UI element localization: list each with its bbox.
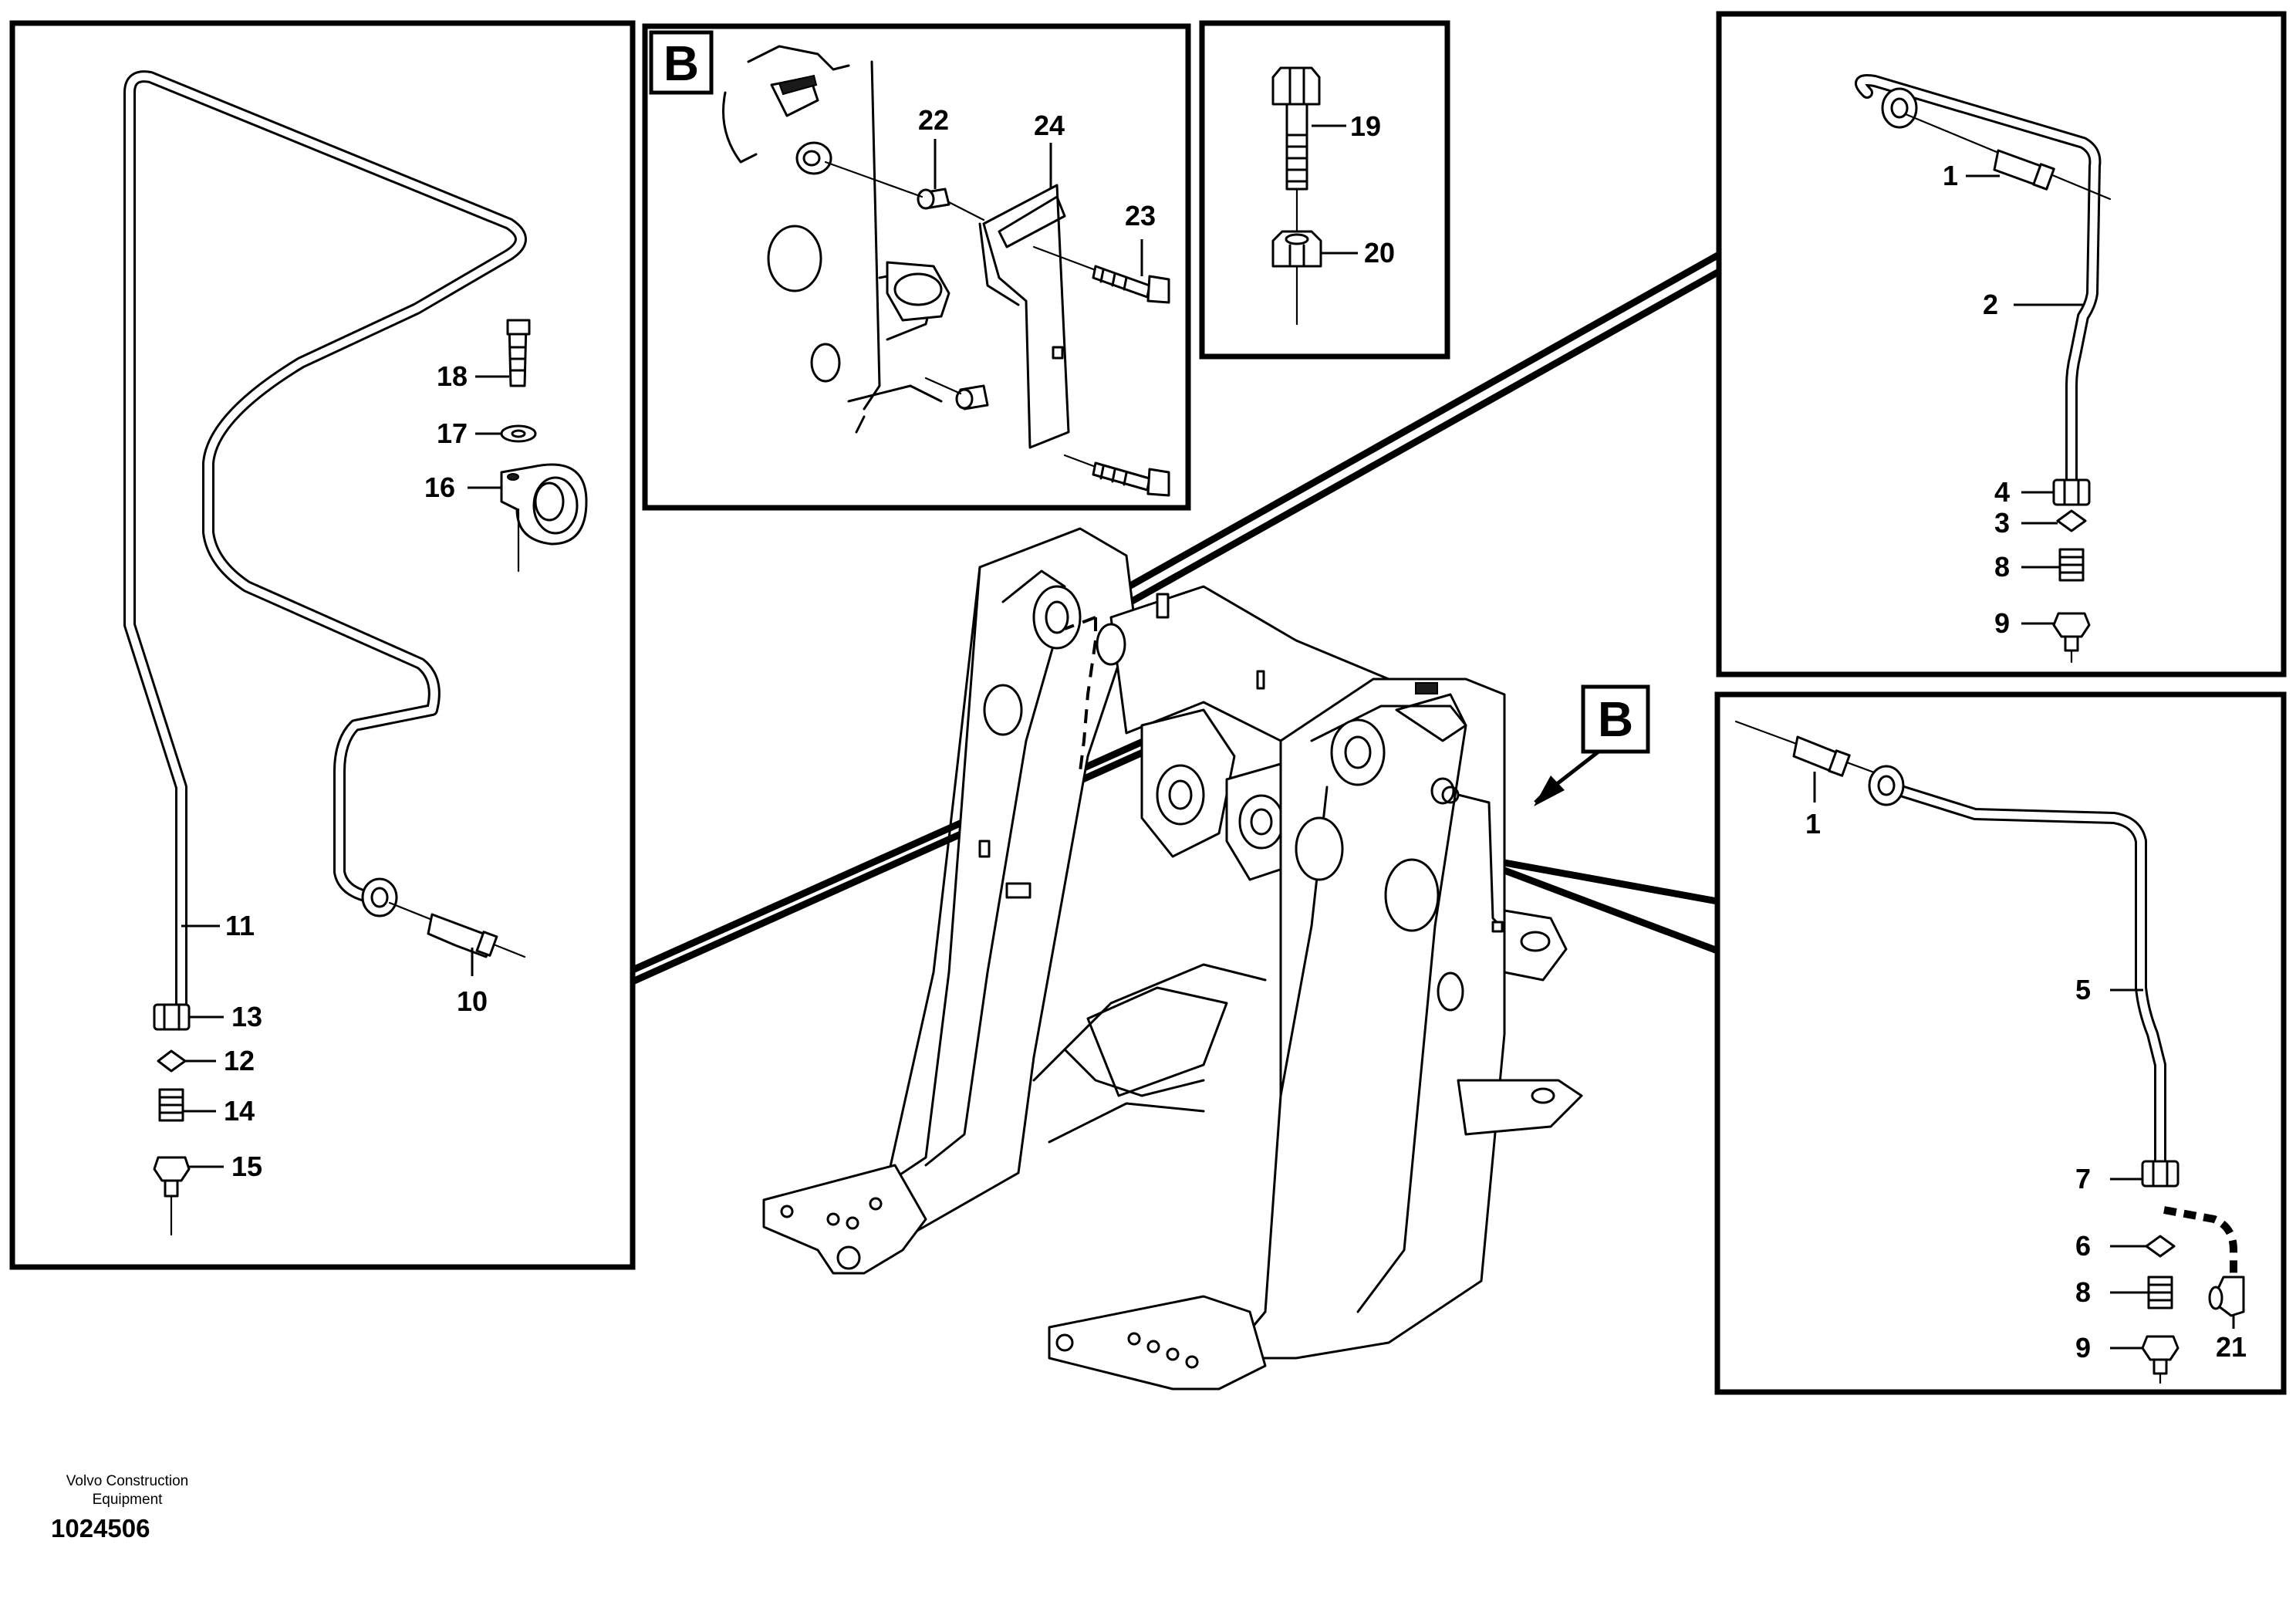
callout-12: 12 — [224, 1045, 255, 1076]
front-frame-illustration — [762, 527, 1583, 1391]
callout-8-bottom: 8 — [2075, 1276, 2091, 1308]
callout-2: 2 — [1983, 289, 1998, 320]
company-name-line2: Equipment — [92, 1492, 163, 1508]
callout-18: 18 — [437, 360, 468, 392]
callout-14: 14 — [224, 1095, 255, 1127]
callout-23: 23 — [1125, 200, 1156, 231]
bolt-nut-panel: 19 20 — [1199, 20, 1450, 360]
drawing-number: 1024506 — [51, 1514, 150, 1543]
detail-b-panel: B — [642, 23, 1191, 511]
top-right-detail-panel: 1 2 4 3 8 9 — [1716, 11, 2287, 678]
callout-21: 21 — [2216, 1331, 2247, 1363]
callout-6: 6 — [2075, 1230, 2091, 1262]
callout-19: 19 — [1350, 110, 1381, 142]
callout-17: 17 — [437, 417, 468, 449]
callout-3: 3 — [1994, 507, 2010, 539]
callout-1-top: 1 — [1943, 160, 1958, 191]
callout-13: 13 — [231, 1001, 262, 1032]
callout-16: 16 — [424, 471, 455, 503]
section-label-b: B — [663, 35, 699, 91]
callout-11: 11 — [225, 910, 255, 941]
callout-20: 20 — [1364, 237, 1395, 269]
callout-7: 7 — [2075, 1163, 2091, 1195]
callout-4: 4 — [1994, 476, 2010, 508]
callout-5: 5 — [2075, 974, 2091, 1005]
bottom-right-detail-panel: 1 5 7 6 8 9 21 — [1714, 691, 2287, 1395]
company-name-line1: Volvo Construction — [66, 1473, 189, 1489]
left-detail-panel: 10 11 13 12 14 15 — [9, 20, 636, 1270]
detail-marker-b-label: B — [1598, 691, 1633, 747]
callout-10: 10 — [457, 985, 488, 1017]
company-name: Volvo Construction Equipment — [31, 1472, 224, 1509]
callout-8-top: 8 — [1994, 551, 2010, 583]
callout-15: 15 — [231, 1151, 262, 1182]
callout-9-top: 9 — [1994, 607, 2010, 639]
callout-1-bottom: 1 — [1805, 808, 1821, 840]
callout-9-bottom: 9 — [2075, 1332, 2091, 1363]
callout-22: 22 — [918, 104, 949, 136]
callout-24: 24 — [1034, 110, 1065, 141]
detail-marker-b: B — [1534, 684, 1650, 806]
